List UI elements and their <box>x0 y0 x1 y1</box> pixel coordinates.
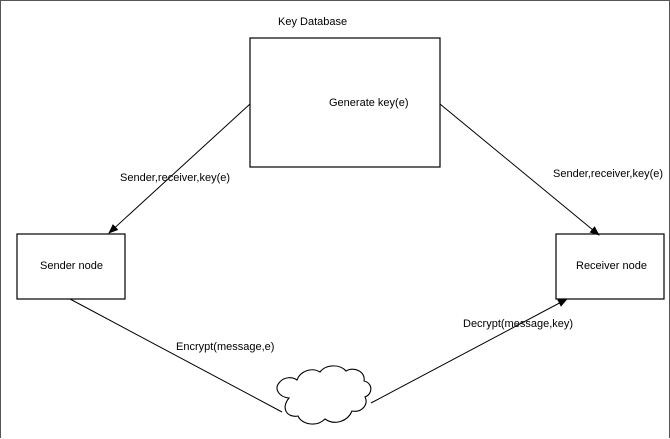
cloud-icon <box>276 365 372 425</box>
edge-cloud-to-receiver <box>370 298 568 404</box>
key-database-box <box>249 37 441 168</box>
sender-node-label: Sender node <box>40 260 103 272</box>
receiver-node-box <box>555 233 665 300</box>
generate-key-label: Generate key(e) <box>329 97 409 109</box>
edge-db-to-sender <box>108 103 251 234</box>
edge-label-db-to-sender: Sender,receiver,key(e) <box>120 172 231 184</box>
receiver-node-label: Receiver node <box>576 260 647 272</box>
edge-label-cloud-to-receiver: Decrypt(message,key) <box>463 318 574 330</box>
edge-label-sender-to-cloud: Encrypt(message,e) <box>176 341 275 353</box>
edge-label-db-to-receiver: Sender,receiver,key(e) <box>553 168 664 180</box>
key-database-title: Key Database <box>278 16 348 28</box>
edge-sender-to-cloud <box>69 298 283 413</box>
edge-db-to-receiver <box>439 103 600 236</box>
